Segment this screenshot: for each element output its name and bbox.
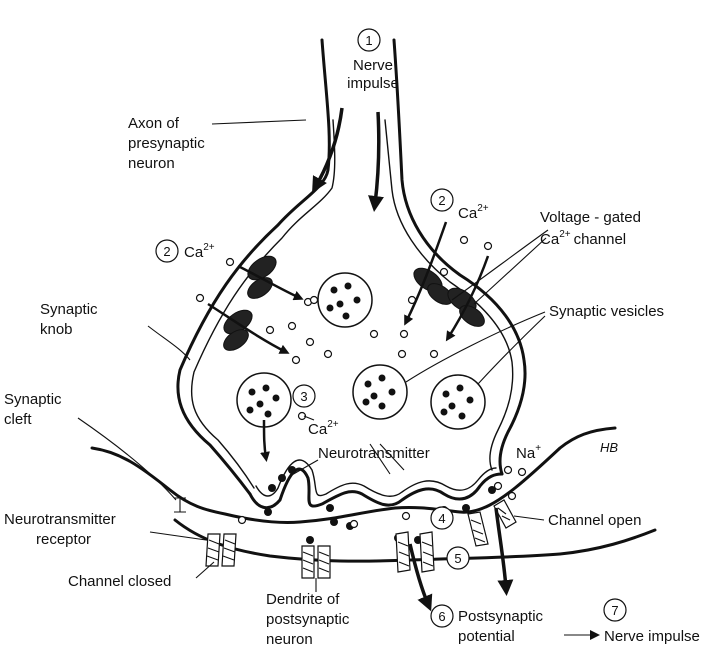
impulse-arrow-right bbox=[368, 111, 384, 212]
voltage-gated-channels bbox=[223, 255, 485, 351]
axon-label-2: presynaptic bbox=[128, 135, 205, 152]
axon-label: Axon of bbox=[128, 115, 180, 132]
synaptic-vesicles bbox=[236, 272, 486, 430]
nt-receptor-label-2: receptor bbox=[36, 531, 91, 548]
step-3-marker bbox=[292, 384, 316, 408]
postsynaptic-label: Postsynaptic bbox=[458, 608, 544, 625]
synaptic-knob-label-2: knob bbox=[40, 321, 73, 338]
calcium-ions bbox=[195, 235, 493, 421]
open-receptor-left bbox=[395, 531, 435, 573]
postsynaptic-label-2: potential bbox=[458, 628, 515, 645]
step-1-marker bbox=[357, 28, 381, 52]
leader-lines bbox=[77, 119, 549, 592]
labels: 1 Nerve impulse Axon of presynaptic neur… bbox=[4, 28, 700, 648]
nerve-impulse-bottom-label: Nerve impulse bbox=[604, 628, 700, 645]
synaptic-vesicles-label: Synaptic vesicles bbox=[549, 303, 664, 320]
dendrite-receptor bbox=[301, 545, 331, 579]
step-3-number: 3 bbox=[300, 389, 307, 404]
step-7-marker bbox=[603, 598, 627, 622]
dendrite-label-3: neuron bbox=[266, 631, 313, 648]
impulse-arrow-left bbox=[312, 107, 344, 193]
nt-receptor-label: Neurotransmitter bbox=[4, 511, 116, 528]
vesicle bbox=[352, 364, 408, 420]
step-5-number: 5 bbox=[454, 551, 461, 566]
step-2-left-number: 2 bbox=[163, 244, 170, 259]
dendrite-label: Dendrite of bbox=[266, 591, 340, 608]
step-2-right-marker bbox=[430, 188, 454, 212]
voltage-gated-label-2: Ca2+channel bbox=[540, 229, 626, 248]
ca-right-label: Ca2+ bbox=[458, 203, 489, 222]
voltage-gated-label: Voltage - gated bbox=[540, 209, 641, 226]
na-label: Na+ bbox=[516, 443, 541, 462]
presynaptic-neuron bbox=[176, 38, 527, 510]
step-2-left-marker bbox=[155, 239, 179, 263]
channel-closed-label: Channel closed bbox=[68, 573, 171, 590]
synaptic-cleft-label: Synaptic bbox=[4, 391, 62, 408]
nerve-impulse-top-label-2: impulse bbox=[347, 75, 399, 92]
neurotransmitter-molecules bbox=[237, 466, 496, 544]
artist-signature: HB bbox=[600, 440, 618, 455]
ca-lower-label: Ca2+ bbox=[308, 419, 339, 438]
step-4-number: 4 bbox=[438, 511, 445, 526]
synaptic-knob-label: Synaptic bbox=[40, 301, 98, 318]
step-6-number: 6 bbox=[438, 609, 445, 624]
step-1-number: 1 bbox=[365, 33, 372, 48]
dendrite-label-2: postsynaptic bbox=[266, 611, 350, 628]
step-4-marker bbox=[430, 506, 454, 530]
sodium-ions bbox=[493, 465, 527, 501]
channel-open-label: Channel open bbox=[548, 512, 641, 529]
neurotransmitter-label: Neurotransmitter bbox=[318, 445, 430, 462]
step-7-number: 7 bbox=[611, 603, 618, 618]
ca-left-label: Ca2+ bbox=[184, 242, 215, 261]
flow-arrows bbox=[207, 107, 600, 640]
synaptic-cleft-label-2: cleft bbox=[4, 411, 32, 428]
channel-open-receptor bbox=[467, 499, 517, 547]
vesicle bbox=[317, 272, 373, 328]
step-2-right-number: 2 bbox=[438, 193, 445, 208]
vesicle bbox=[236, 372, 292, 428]
receptor-channels bbox=[205, 499, 517, 579]
vesicle bbox=[430, 374, 486, 430]
step-6-marker bbox=[430, 604, 454, 628]
axon-label-3: neuron bbox=[128, 155, 175, 172]
channel-closed-receptor bbox=[205, 533, 237, 567]
step-5-marker bbox=[446, 546, 470, 570]
nerve-impulse-top-label: Nerve bbox=[353, 57, 393, 74]
